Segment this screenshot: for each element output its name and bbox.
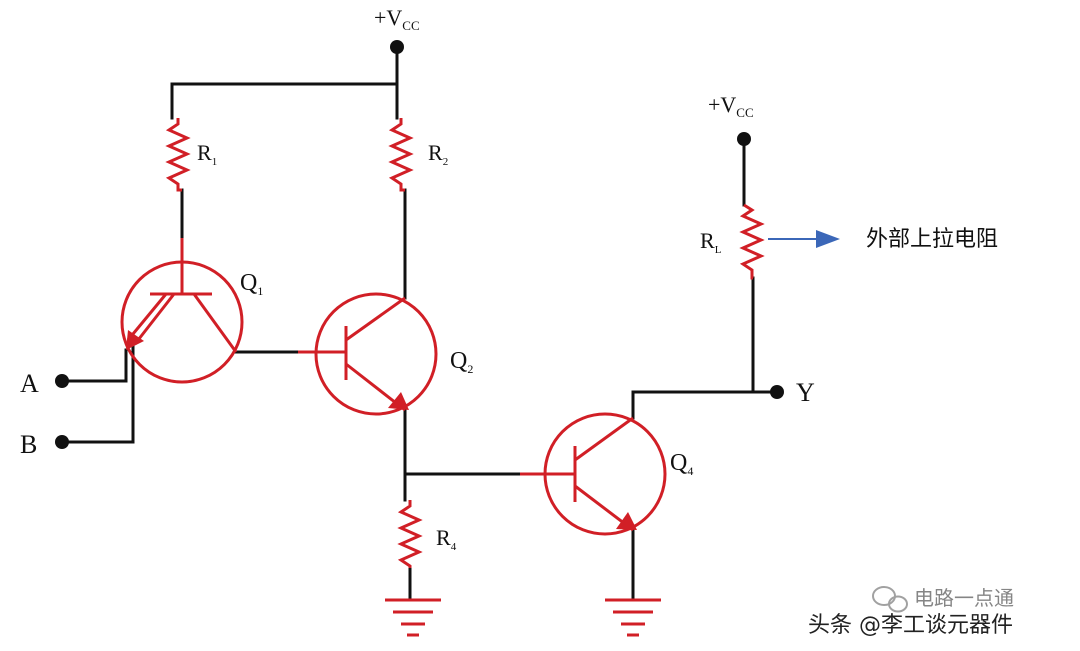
pullup-annotation-arrow <box>768 230 840 248</box>
output-y-label: Y <box>796 378 815 407</box>
vcc-main-terminal <box>390 40 404 54</box>
input-b-terminal <box>55 435 69 449</box>
rl-label: RL <box>700 228 722 256</box>
watermark-source: 头条 @李工谈元器件 <box>808 613 1013 638</box>
ground-q4 <box>605 598 661 637</box>
vcc-right-terminal <box>737 132 751 146</box>
resistor-rl <box>739 203 765 280</box>
transistor-q2 <box>298 292 438 416</box>
resistor-r2 <box>388 118 414 192</box>
r1-label: R1 <box>197 140 217 168</box>
wechat-icon <box>872 586 908 613</box>
resistor-r4 <box>397 500 423 568</box>
ground-r4 <box>385 598 441 637</box>
input-b-wire <box>60 344 135 444</box>
q2-label: Q2 <box>450 348 473 376</box>
r4-label: R4 <box>436 525 457 553</box>
input-a-terminal <box>55 374 69 388</box>
labels: +VCC +VCC R1 R2 R4 RL Q1 Q2 Q4 A B Y 外部上… <box>20 5 998 553</box>
q4-collector-wire <box>631 390 779 420</box>
q1-label: Q1 <box>240 270 263 298</box>
watermark-channel: 电路一点通 <box>914 586 1014 610</box>
pullup-annotation-label: 外部上拉电阻 <box>866 227 998 252</box>
input-a-label: A <box>20 369 39 398</box>
input-b-label: B <box>20 430 37 459</box>
watermark: 电路一点通 头条 @李工谈元器件 <box>808 586 1014 638</box>
transistor-q4 <box>520 412 667 536</box>
r2-label: R2 <box>428 140 448 168</box>
q4-label: Q4 <box>670 450 693 478</box>
wires <box>60 45 779 600</box>
transistor-q1 <box>120 238 244 384</box>
input-a-wire <box>60 348 128 383</box>
terminals <box>55 40 784 449</box>
vcc-main-label: +VCC <box>374 5 420 33</box>
vcc-right-label: +VCC <box>708 92 754 120</box>
output-y-terminal <box>770 385 784 399</box>
resistor-r1 <box>165 118 191 192</box>
